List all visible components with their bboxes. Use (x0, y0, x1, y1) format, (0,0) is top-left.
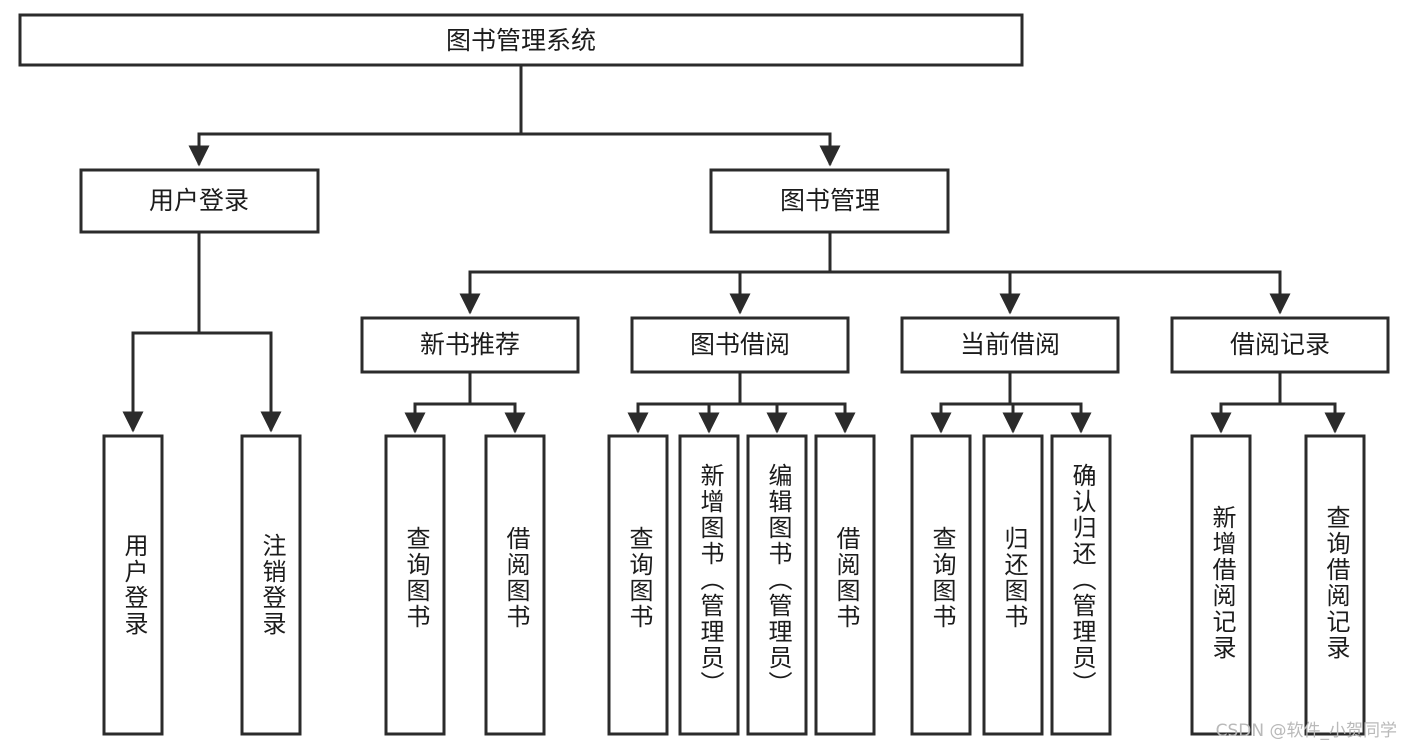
node-leaf-borrow-book-1-box[interactable] (484, 434, 546, 736)
node-leaf-return-book-box[interactable] (982, 434, 1044, 736)
node-leaf-edit-book[interactable]: 编辑图书（管理员） (746, 434, 808, 736)
node-leaf-user-login-label: 用户登录 (120, 533, 148, 637)
node-borrow-record-label: 借阅记录 (1230, 330, 1330, 359)
connector-group-book-manage (459, 230, 1291, 315)
node-book-manage[interactable]: 图书管理 (709, 168, 950, 234)
node-leaf-query-record[interactable]: 查询借阅记录 (1304, 434, 1366, 736)
node-book-borrow-label: 图书借阅 (690, 330, 790, 359)
node-user-login-label: 用户登录 (149, 186, 249, 215)
node-leaf-add-book[interactable]: 新增图书（管理员） (678, 434, 740, 736)
node-leaf-query-book-3-label: 查询图书 (928, 526, 956, 630)
node-leaf-confirm-return-box[interactable] (1050, 434, 1112, 736)
node-leaf-edit-book-box[interactable] (746, 434, 808, 736)
node-leaf-user-logout[interactable]: 注销登录 (240, 434, 302, 736)
node-new-book-rec-label: 新书推荐 (420, 330, 520, 359)
node-leaf-edit-book-label: 编辑图书（管理员） (764, 463, 792, 697)
node-leaf-query-book-2-box[interactable] (607, 434, 669, 736)
node-book-borrow-box[interactable] (630, 316, 850, 374)
node-leaf-user-login-box[interactable] (102, 434, 164, 736)
node-current-borrow[interactable]: 当前借阅 (900, 316, 1120, 374)
connector-group-user-login (122, 230, 282, 433)
node-leaf-query-book-3[interactable]: 查询图书 (910, 434, 972, 736)
node-leaf-query-book-1-label: 查询图书 (402, 526, 430, 630)
node-leaf-borrow-book-1-label: 借阅图书 (502, 526, 530, 630)
connector-group-book-borrow (627, 370, 856, 434)
node-leaf-query-record-label: 查询借阅记录 (1322, 505, 1350, 661)
node-leaf-add-record-label: 新增借阅记录 (1208, 505, 1236, 661)
node-leaf-query-book-1[interactable]: 查询图书 (384, 434, 446, 736)
node-leaf-query-book-2-label: 查询图书 (625, 526, 653, 630)
node-leaf-confirm-return-label: 确认归还（管理员） (1068, 463, 1096, 697)
node-book-borrow[interactable]: 图书借阅 (630, 316, 850, 374)
connector-group-borrow-record (1210, 370, 1346, 434)
node-root-label: 图书管理系统 (446, 26, 596, 55)
node-leaf-user-logout-box[interactable] (240, 434, 302, 736)
node-leaf-borrow-book-1[interactable]: 借阅图书 (484, 434, 546, 736)
node-leaf-add-record[interactable]: 新增借阅记录 (1190, 434, 1252, 736)
node-leaf-borrow-book-2-box[interactable] (814, 434, 876, 736)
node-user-login-box[interactable] (79, 168, 320, 234)
node-current-borrow-label: 当前借阅 (960, 330, 1060, 359)
node-leaf-add-book-label: 新增图书（管理员） (696, 463, 724, 697)
node-leaf-confirm-return[interactable]: 确认归还（管理员） (1050, 434, 1112, 736)
node-new-book-rec[interactable]: 新书推荐 (360, 316, 580, 374)
connector-group-current-borrow (930, 370, 1092, 434)
node-borrow-record[interactable]: 借阅记录 (1170, 316, 1390, 374)
node-leaf-user-logout-label: 注销登录 (258, 533, 286, 637)
node-book-manage-box[interactable] (709, 168, 950, 234)
node-leaf-user-login[interactable]: 用户登录 (102, 434, 164, 736)
node-user-login[interactable]: 用户登录 (79, 168, 320, 234)
node-leaf-query-book-3-box[interactable] (910, 434, 972, 736)
node-borrow-record-box[interactable] (1170, 316, 1390, 374)
node-leaf-borrow-book-2[interactable]: 借阅图书 (814, 434, 876, 736)
node-book-manage-label: 图书管理 (780, 186, 880, 215)
node-leaf-query-book-2[interactable]: 查询图书 (607, 434, 669, 736)
node-leaf-return-book-label: 归还图书 (1000, 526, 1028, 630)
connector-group-root (188, 63, 841, 167)
node-root[interactable]: 图书管理系统 (18, 13, 1024, 67)
node-leaf-add-book-box[interactable] (678, 434, 740, 736)
node-leaf-return-book[interactable]: 归还图书 (982, 434, 1044, 736)
node-current-borrow-box[interactable] (900, 316, 1120, 374)
node-leaf-query-record-box[interactable] (1304, 434, 1366, 736)
node-leaf-add-record-box[interactable] (1190, 434, 1252, 736)
node-leaf-borrow-book-2-label: 借阅图书 (832, 526, 860, 630)
node-root-box[interactable] (18, 13, 1024, 67)
connector-group-new-book-rec (404, 370, 526, 434)
node-leaf-query-book-1-box[interactable] (384, 434, 446, 736)
node-new-book-rec-box[interactable] (360, 316, 580, 374)
